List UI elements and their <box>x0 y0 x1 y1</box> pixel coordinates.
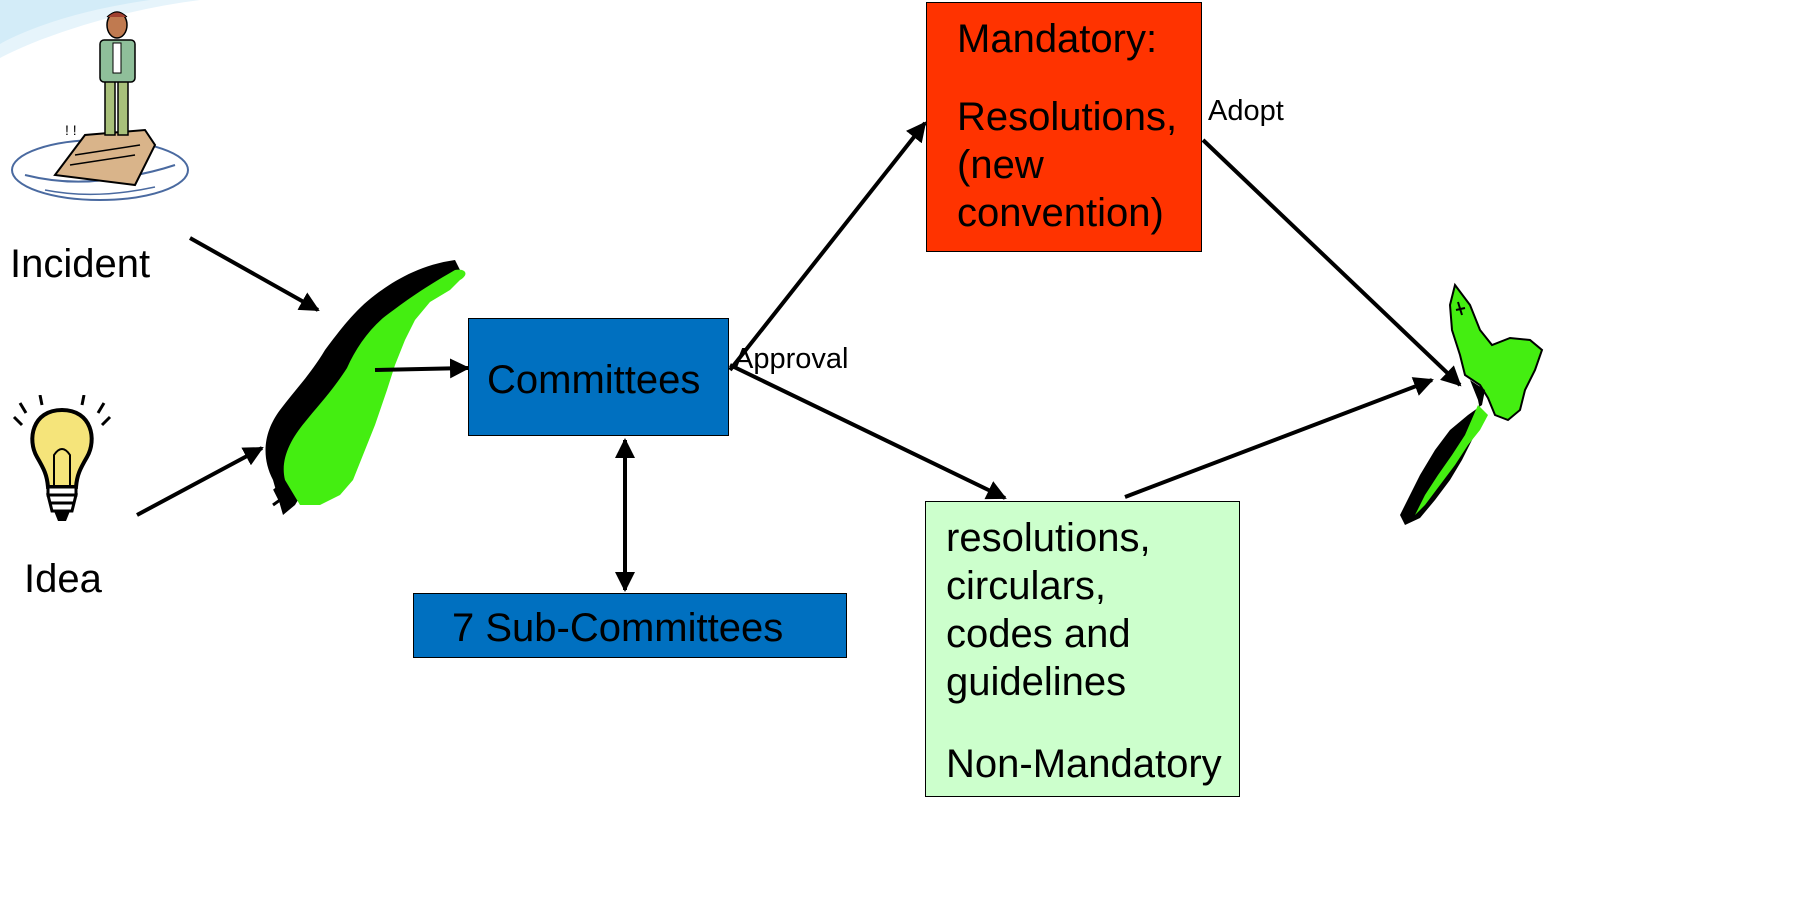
man-on-sinking-boat-icon: ! ! <box>11 11 189 201</box>
idea-arrow <box>136 446 264 517</box>
new-zealand-map-icon <box>1400 282 1544 525</box>
mandatory-box: Mandatory: Resolutions, (new convention) <box>926 2 1202 252</box>
non-mandatory-items: resolutions, circulars, codes and guidel… <box>946 514 1151 706</box>
committees-label: Committees <box>487 358 701 402</box>
committees-box: Committees <box>468 318 729 436</box>
non-mandatory-item: codes and <box>946 612 1131 656</box>
incident-label: Incident <box>10 242 151 286</box>
committees-to-mandatory-arrow <box>728 121 927 372</box>
non-mandatory-item: circulars, <box>946 564 1107 608</box>
non-mandatory-item: resolutions, <box>946 516 1151 560</box>
non-mandatory-footer: Non-Mandatory <box>946 742 1222 786</box>
sub-committees-box: 7 Sub-Committees <box>413 593 847 658</box>
light-bulb-icon <box>12 395 112 521</box>
incident-arrow <box>189 236 320 312</box>
decorative-swoosh <box>0 0 200 58</box>
non-mandatory-box: resolutions, circulars, codes and guidel… <box>925 501 1240 797</box>
norway-map-icon <box>265 260 466 515</box>
svg-text:! !: ! ! <box>65 122 77 138</box>
mandatory-to-new-zealand-arrow <box>1201 138 1462 387</box>
sub-committees-label: 7 Sub-Committees <box>452 606 784 650</box>
non-mandatory-to-new-zealand-arrow <box>1124 377 1434 499</box>
mandatory-items: Resolutions, (new convention) <box>957 93 1177 237</box>
approval-label: Approval <box>734 343 849 375</box>
non-mandatory-item: guidelines <box>946 660 1127 704</box>
mandatory-item: Resolutions, <box>957 95 1178 139</box>
mandatory-item: convention) <box>957 191 1164 235</box>
idea-label: Idea <box>24 557 102 601</box>
mandatory-heading: Mandatory: <box>957 17 1158 61</box>
norway-to-committees-arrow <box>374 358 470 379</box>
adopt-label: Adopt <box>1208 95 1284 127</box>
committees-to-non-mandatory-arrow <box>729 363 1007 500</box>
mandatory-item: (new <box>957 143 1044 187</box>
